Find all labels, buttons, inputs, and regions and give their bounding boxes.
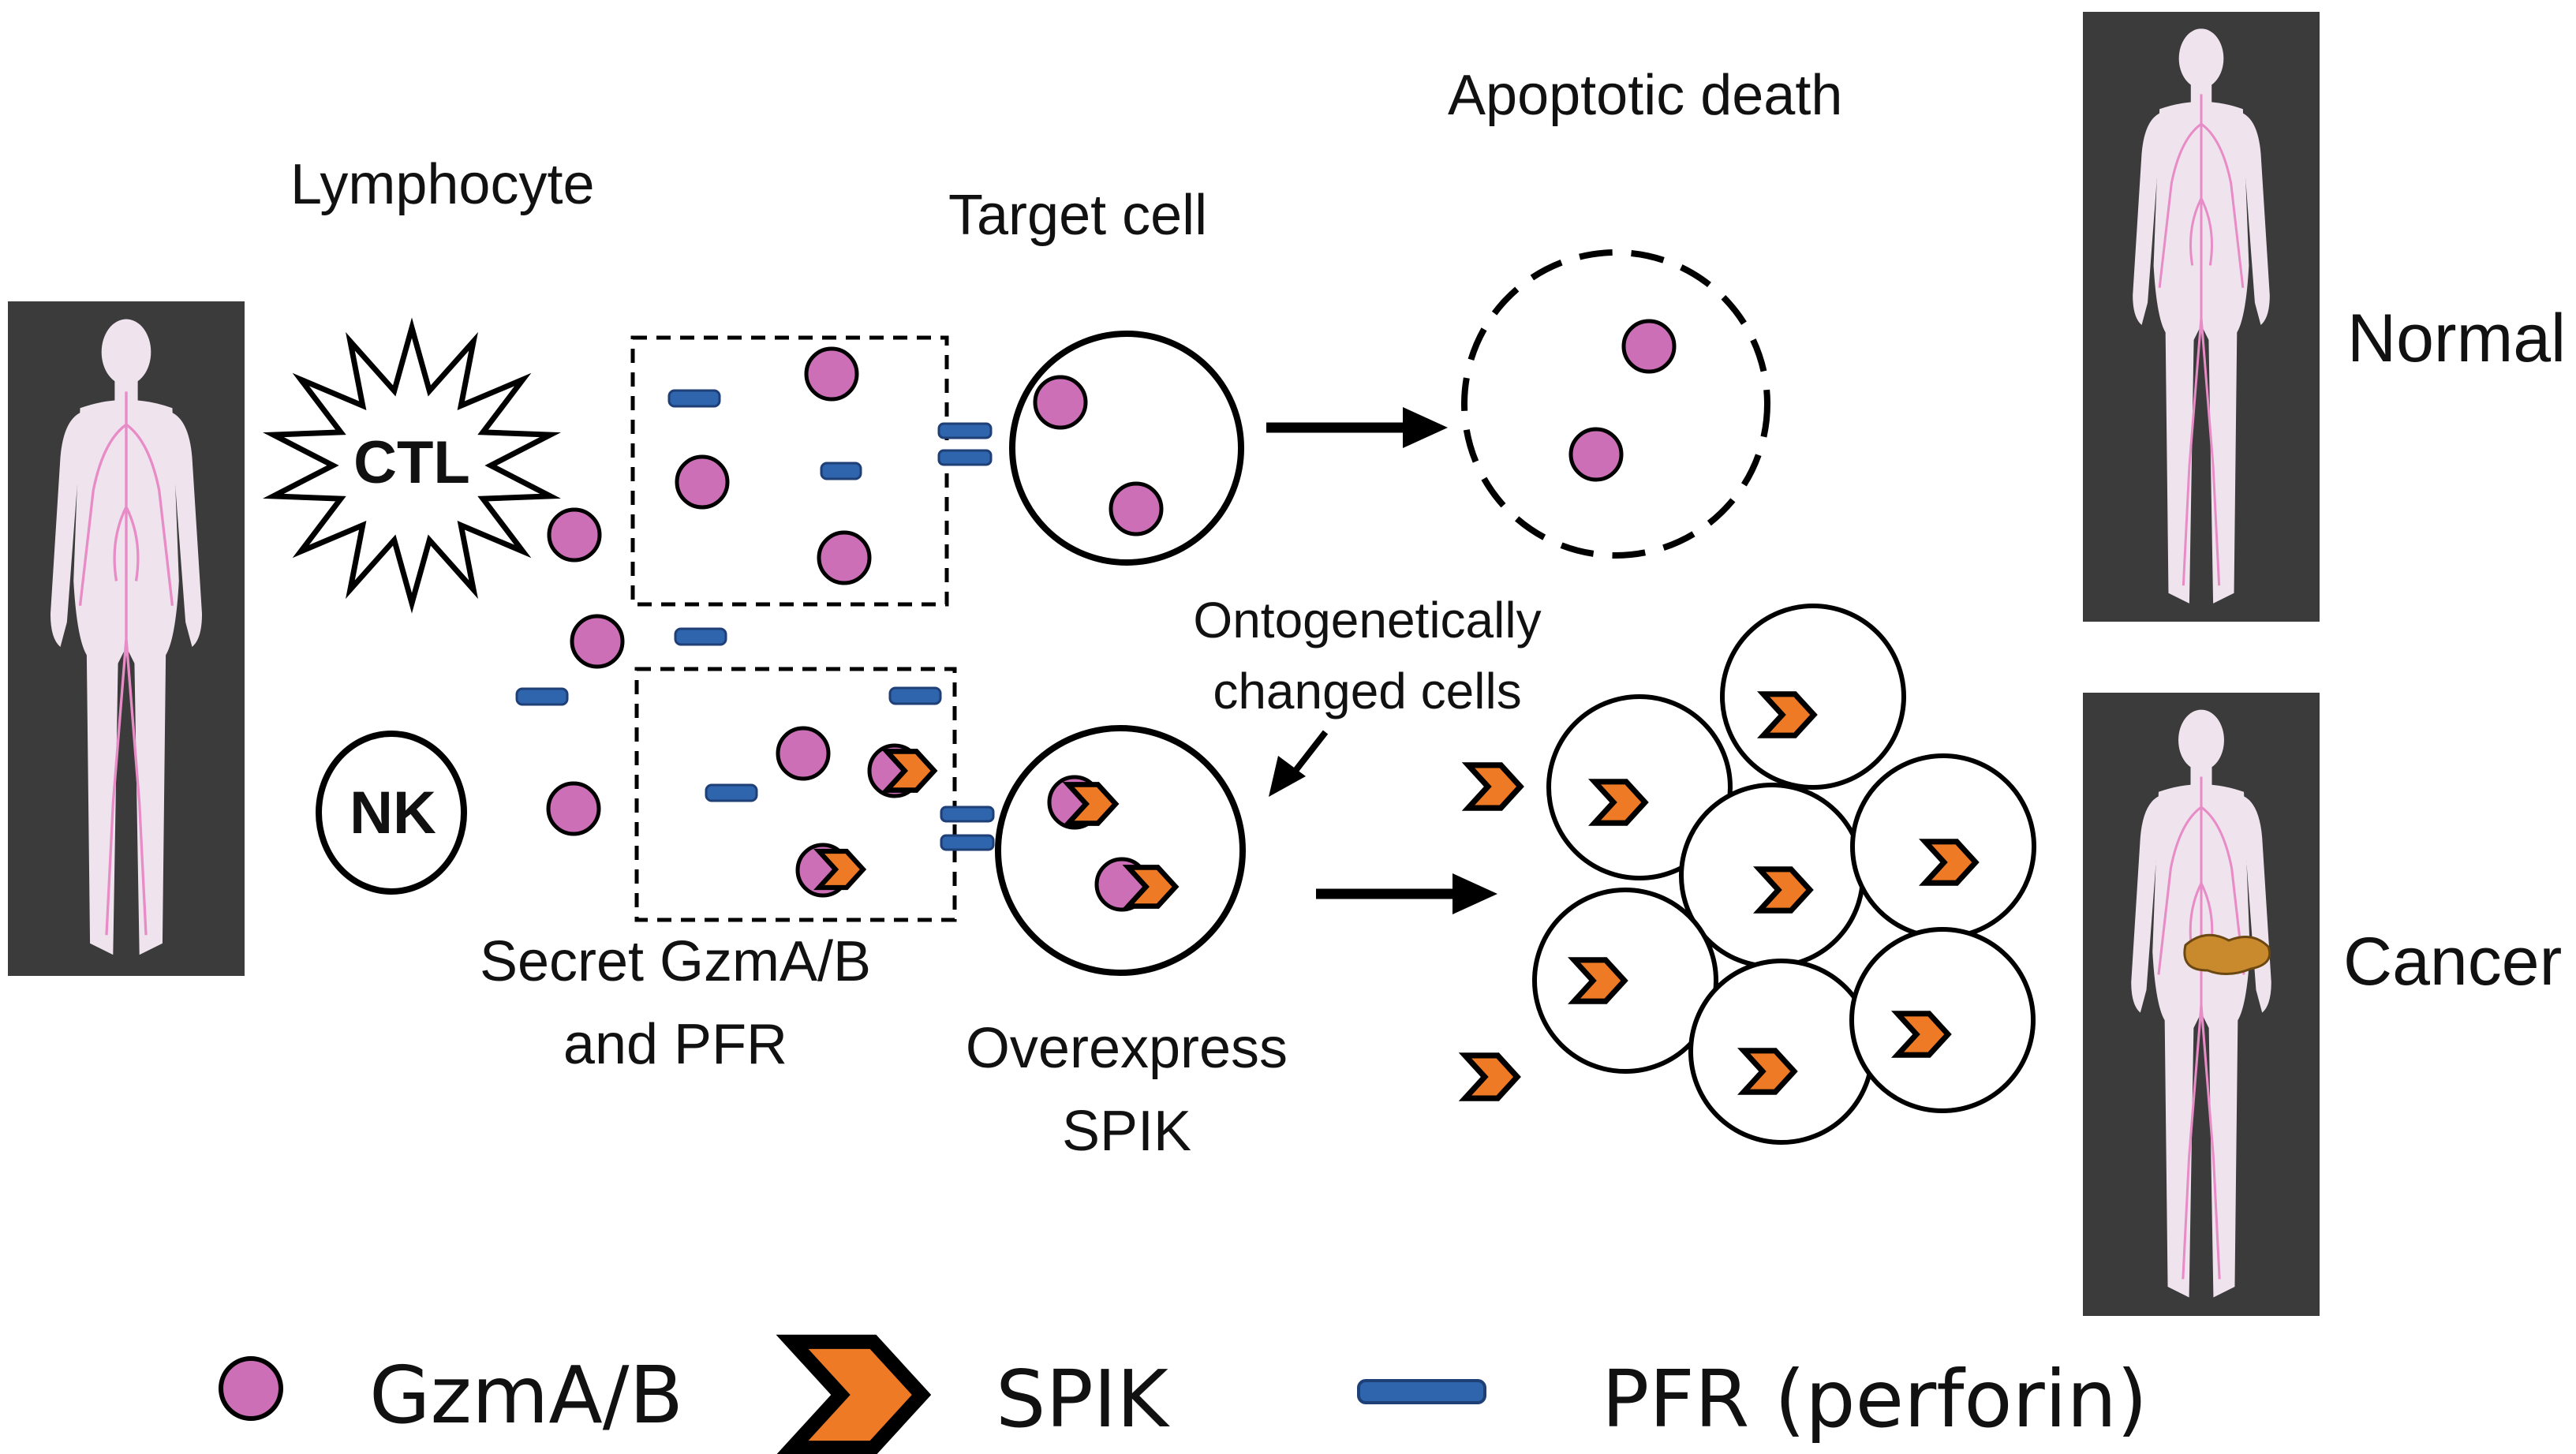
- spik-inhibitor: [1737, 1048, 1798, 1095]
- spik-inhibitor: [1757, 691, 1818, 738]
- secretion-box-top: [630, 335, 949, 607]
- secret-label-line1: Secret GzmA/B: [480, 930, 871, 993]
- spik-inhibitor: [1062, 782, 1120, 826]
- legend-spik-label: SPIK: [996, 1353, 1170, 1445]
- spik-inhibitor: [1568, 957, 1628, 1004]
- spik-inhibitor: [880, 749, 938, 793]
- nk-label: NK: [350, 779, 436, 847]
- legend-gzm-circle: [219, 1356, 283, 1421]
- perforin-molecule: [820, 462, 862, 480]
- perforin-molecule: [888, 686, 942, 705]
- arrow-to-apoptosis: [1266, 407, 1448, 448]
- tumor-cell: [1688, 959, 1875, 1145]
- spik-inhibitor: [1891, 1011, 1952, 1058]
- perforin-molecule: [515, 687, 569, 706]
- lymphocyte-label: Lymphocyte: [290, 153, 595, 216]
- legend-pfr-icon: [1357, 1379, 1486, 1404]
- apoptotic-cell: [1461, 249, 1770, 559]
- arrow-pointing-changed-cell: [1269, 730, 1329, 797]
- spik-inhibitor: [1588, 779, 1649, 826]
- granzyme-particle: [804, 346, 859, 402]
- overexpress-label-line1: Overexpress: [966, 1017, 1288, 1080]
- spik-inhibitor: [1753, 866, 1814, 914]
- tumor-cell: [1720, 604, 1906, 790]
- target-cell-label: Target cell: [948, 184, 1207, 247]
- spik-inhibitor: [1919, 839, 1980, 886]
- granzyme-particle: [675, 454, 730, 510]
- tumor-cell: [1546, 694, 1733, 880]
- normal-label: Normal: [2347, 301, 2566, 376]
- legend: GzmA/B SPIK PFR (perforin): [219, 1334, 2148, 1454]
- granzyme-particle: [547, 507, 602, 563]
- granzyme-particle: [776, 726, 831, 781]
- overexpress-label-line2: SPIK: [1062, 1100, 1191, 1163]
- perforin-pore-bottom: [940, 805, 995, 851]
- legend-gzm-label: GzmA/B: [369, 1349, 683, 1441]
- granzyme-particle: [1621, 319, 1677, 374]
- granzyme-particle: [570, 614, 625, 669]
- legend-gzm-icon: [219, 1356, 283, 1421]
- granzyme-particle: [1109, 481, 1164, 536]
- human-figure-cancer: [2083, 693, 2320, 1316]
- ctl-starburst: [263, 317, 561, 614]
- legend-spik-icon: [776, 1334, 932, 1454]
- cancer-label: Cancer: [2343, 924, 2562, 1000]
- granzyme-particle: [1033, 375, 1088, 430]
- secret-label-line2: and PFR: [563, 1013, 787, 1076]
- tumor-icon: [2183, 933, 2271, 975]
- nk-cell: [316, 731, 467, 895]
- ontogenetic-label-line2: changed cells: [1213, 663, 1521, 720]
- legend-pfr-label: PFR (perforin): [1602, 1353, 2148, 1445]
- spik-inhibitor: [1461, 762, 1524, 811]
- human-figure-normal: [2083, 12, 2320, 622]
- tumor-cell: [1849, 927, 2036, 1113]
- spik-inhibitor: [1458, 1052, 1521, 1101]
- granzyme-particle: [546, 781, 601, 836]
- perforin-molecule: [667, 389, 721, 408]
- spik-inhibitor: [813, 848, 867, 891]
- arrow-to-tumor: [1316, 873, 1497, 914]
- perforin-molecule: [705, 783, 758, 802]
- apoptotic-death-label: Apoptotic death: [1448, 64, 1842, 127]
- ontogenetic-label-line1: Ontogenetically: [1193, 592, 1541, 649]
- granzyme-particle: [1568, 427, 1624, 482]
- spik-inhibitor: [1122, 865, 1180, 909]
- legend-spik-chevron: [776, 1334, 932, 1454]
- granzyme-particle: [817, 530, 872, 585]
- human-figure-left: [8, 301, 245, 976]
- perforin-pore-top: [937, 422, 993, 466]
- perforin-molecule: [674, 627, 727, 646]
- ctl-label: CTL: [353, 429, 470, 496]
- spik-expressing-cell: [995, 725, 1246, 976]
